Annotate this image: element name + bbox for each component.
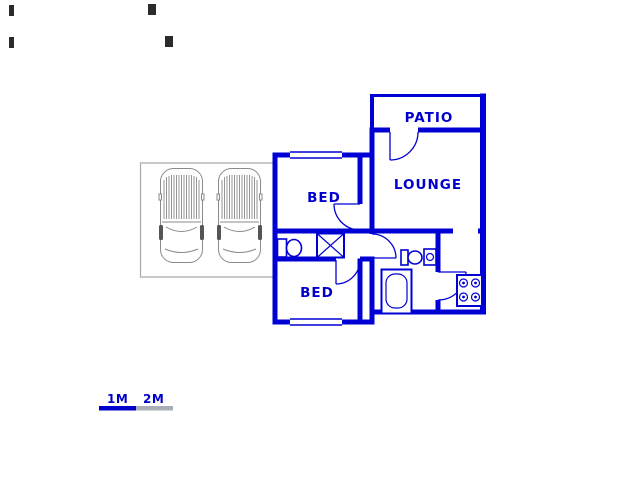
fixtures bbox=[276, 232, 483, 315]
bed2-window-gap bbox=[290, 316, 342, 328]
scale-segment-1 bbox=[99, 406, 136, 411]
scale-label-1m: 1M bbox=[107, 392, 128, 406]
shower-symbol bbox=[316, 232, 345, 259]
room-label-patio: PATIO bbox=[405, 110, 454, 126]
room-labels: PATIO LOUNGE BED BED bbox=[300, 110, 462, 301]
bed1-window bbox=[290, 151, 342, 159]
patio-door bbox=[389, 131, 419, 161]
stray-mark bbox=[165, 36, 173, 47]
stray-mark bbox=[9, 37, 14, 48]
doors bbox=[333, 131, 467, 301]
stray-mark bbox=[148, 4, 156, 15]
stray-marks bbox=[9, 4, 173, 48]
carport-cars bbox=[158, 168, 263, 263]
room-label-lounge: LOUNGE bbox=[394, 177, 462, 193]
basin-symbol bbox=[423, 248, 437, 266]
bed2-door bbox=[335, 259, 361, 285]
bathtub-symbol bbox=[380, 268, 413, 315]
toilet-symbol bbox=[276, 238, 303, 258]
toilet-symbol-2 bbox=[400, 249, 423, 266]
stove-symbol bbox=[456, 274, 483, 307]
car-symbol bbox=[158, 168, 205, 263]
bathroom-door bbox=[371, 233, 397, 259]
room-label-bed2: BED bbox=[300, 285, 334, 301]
scale-label-2m: 2M bbox=[143, 392, 164, 406]
car-symbol bbox=[216, 168, 263, 263]
carport-outline bbox=[139, 162, 274, 278]
scale-bar: 1M 2M bbox=[99, 392, 173, 411]
room-label-bed1: BED bbox=[307, 190, 341, 206]
windows bbox=[290, 149, 342, 328]
scale-segment-2 bbox=[136, 406, 173, 411]
bed2-window bbox=[290, 318, 342, 326]
carport-boundary bbox=[139, 162, 274, 278]
bed1-door bbox=[333, 203, 361, 231]
stray-mark bbox=[9, 5, 14, 16]
bed1-window-gap bbox=[290, 149, 342, 161]
